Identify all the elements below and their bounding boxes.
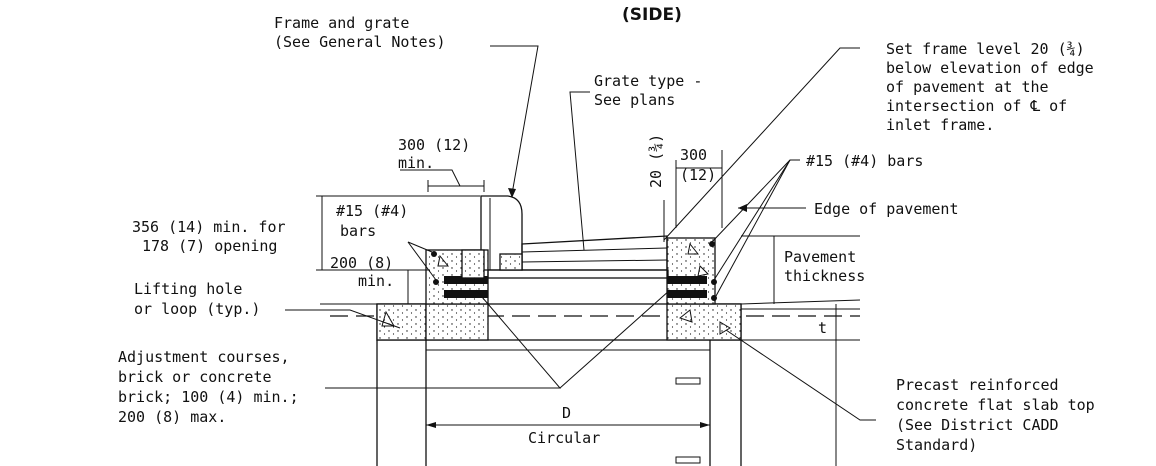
label-dim-356-line1: 356 (14) min. for	[132, 218, 286, 236]
label-set-frame-line1: Set frame level 20 (¾)	[886, 40, 1085, 58]
annotation-labels: Frame and grate (See General Notes) Grat…	[118, 14, 1095, 454]
view-title: (SIDE)	[622, 5, 682, 25]
label-set-frame-line4: intersection of ℄ of	[886, 97, 1067, 115]
label-dim-t: t	[818, 319, 827, 337]
label-frame-grate-line2: (See General Notes)	[274, 33, 446, 51]
label-pavement-thickness-line1: Pavement	[784, 248, 856, 266]
label-dim-D: D	[562, 404, 571, 422]
label-grate-type-line1: Grate type -	[594, 72, 702, 90]
reinforcing-bars	[431, 241, 717, 301]
label-set-frame-line3: of pavement at the	[886, 78, 1049, 96]
dimension-lines	[316, 150, 860, 466]
label-dim-300-min-line1: 300 (12)	[398, 136, 470, 154]
label-precast-line1: Precast reinforced	[896, 376, 1059, 394]
label-pavement-thickness-line2: thickness	[784, 267, 865, 285]
label-lifting-line2: or loop (typ.)	[134, 300, 260, 318]
label-dim-200-line1: 200 (8)	[330, 254, 393, 272]
label-dim-356-line2: 178 (7) opening	[142, 237, 277, 255]
label-frame-grate-line1: Frame and grate	[274, 14, 409, 32]
label-dim-300-right-b: (12)	[680, 166, 716, 184]
label-dim-20-vertical: 20 (¾)	[647, 134, 665, 188]
label-adjustment-line4: 200 (8) max.	[118, 408, 226, 426]
label-bars-left-line2: bars	[340, 222, 376, 240]
label-adjustment-line1: Adjustment courses,	[118, 348, 290, 366]
label-set-frame-line5: inlet frame.	[886, 116, 994, 134]
label-edge-pavement: Edge of pavement	[814, 200, 959, 218]
precast-slab-concrete	[376, 303, 742, 341]
label-grate-type-line2: See plans	[594, 91, 675, 109]
label-dim-200-line2: min.	[358, 272, 394, 290]
label-precast-line4: Standard)	[896, 436, 977, 454]
adjustment-courses	[425, 237, 716, 305]
label-adjustment-line2: brick or concrete	[118, 368, 272, 386]
label-circular: Circular	[528, 429, 600, 447]
label-precast-line3: (See District CADD	[896, 416, 1059, 434]
label-set-frame-line2: below elevation of edge	[886, 59, 1094, 77]
frame-and-grate	[461, 195, 669, 279]
label-lifting-line1: Lifting hole	[134, 280, 242, 298]
label-adjustment-line3: brick; 100 (4) min.;	[118, 388, 299, 406]
label-bars-left-line1: #15 (#4)	[336, 202, 408, 220]
label-precast-line2: concrete flat slab top	[896, 396, 1095, 414]
leader-lines	[285, 45, 876, 421]
label-dim-300-min-line2: min.	[398, 154, 434, 172]
label-dim-300-right-a: 300	[680, 146, 707, 164]
label-bars-right: #15 (#4) bars	[806, 152, 923, 170]
